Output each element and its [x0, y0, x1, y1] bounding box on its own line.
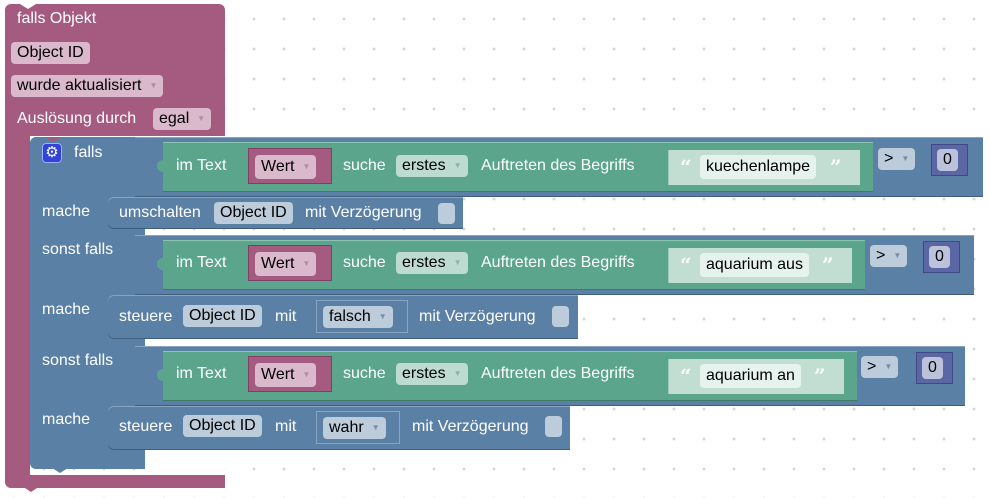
boolean-dropdown[interactable]: falsch ▼: [323, 306, 393, 328]
occurrence-label: Auftreten des Begriffs: [481, 157, 635, 174]
do-label: mache: [42, 301, 91, 318]
if-notch-top: [45, 137, 61, 142]
event-title: falls Objekt: [17, 10, 97, 27]
dropdown-arrow-icon: ▼: [302, 259, 311, 268]
trigger-dropdown-value: egal: [159, 110, 190, 127]
action-verb: umschalten: [119, 204, 201, 221]
variable-dropdown[interactable]: Wert ▼: [255, 363, 317, 387]
variable-value: Wert: [261, 255, 295, 272]
in-text-label: im Text: [176, 254, 227, 271]
dropdown-arrow-icon: ▼: [302, 370, 311, 379]
dropdown-arrow-icon: ▼: [302, 162, 311, 171]
boolean-dropdown[interactable]: wahr ▼: [323, 417, 386, 439]
boolean-value: falsch: [329, 308, 371, 325]
occurrence-value: erstes: [402, 157, 446, 174]
action-verb: steuere: [119, 308, 173, 325]
event-notch-bottom: [22, 486, 40, 492]
condition-dropdown-value: wurde aktualisiert: [17, 77, 142, 94]
if-notch-bottom: [52, 468, 68, 473]
open-quote-icon: “: [680, 253, 692, 277]
occurrence-value: erstes: [402, 365, 446, 382]
dropdown-arrow-icon: ▼: [453, 161, 462, 170]
branch-3-label: sonst falls: [42, 352, 114, 369]
action-object-field[interactable]: Object ID: [183, 415, 262, 437]
dropdown-arrow-icon: ▼: [197, 114, 206, 123]
do-label: mache: [42, 203, 91, 220]
open-quote-icon: “: [680, 155, 692, 179]
occurrence-dropdown[interactable]: erstes ▼: [396, 155, 468, 177]
variable-dropdown[interactable]: Wert ▼: [255, 155, 317, 179]
string-value[interactable]: aquarium an: [700, 364, 801, 388]
trigger-dropdown[interactable]: egal ▼: [153, 108, 212, 130]
string-value[interactable]: aquarium aus: [700, 253, 809, 277]
close-quote-icon: ”: [814, 364, 826, 388]
occurrence-label: Auftreten des Begriffs: [481, 365, 635, 382]
connector-icon: [157, 258, 163, 270]
delay-checkbox[interactable]: [438, 203, 455, 224]
dropdown-arrow-icon: ▼: [884, 362, 893, 371]
search-label: suche: [343, 365, 386, 382]
event-notch-top: [20, 4, 36, 9]
dropdown-arrow-icon: ▼: [371, 423, 380, 432]
occurrence-value: erstes: [402, 254, 446, 271]
condition-dropdown[interactable]: wurde aktualisiert ▼: [11, 75, 164, 97]
operator-dropdown[interactable]: >▼: [878, 148, 916, 170]
event-block-spine: [5, 130, 30, 475]
dropdown-arrow-icon: ▼: [149, 81, 158, 90]
in-text-label: im Text: [176, 365, 227, 382]
delay-label: mit Verzögerung: [412, 418, 529, 435]
event-block-footer: [5, 475, 225, 488]
dropdown-arrow-icon: ▼: [901, 154, 910, 163]
string-value[interactable]: kuechenlampe: [700, 155, 817, 179]
operator-dropdown[interactable]: >▼: [870, 245, 908, 267]
delay-label: mit Verzögerung: [305, 204, 422, 221]
variable-value: Wert: [261, 158, 295, 175]
occurrence-dropdown[interactable]: erstes ▼: [396, 363, 468, 385]
occurrence-dropdown[interactable]: erstes ▼: [396, 252, 468, 274]
variable-dropdown[interactable]: Wert ▼: [255, 252, 317, 276]
variable-value: Wert: [261, 366, 295, 383]
operator-value: >: [867, 358, 877, 375]
with-label: mit: [275, 308, 297, 325]
close-quote-icon: ”: [822, 253, 834, 277]
branch-2-label: sonst falls: [42, 241, 114, 258]
search-label: suche: [343, 254, 386, 271]
delay-checkbox[interactable]: [545, 416, 562, 437]
dropdown-arrow-icon: ▼: [378, 312, 387, 321]
gear-icon[interactable]: ⚙: [42, 143, 62, 163]
delay-checkbox[interactable]: [552, 306, 569, 327]
object-id-field[interactable]: Object ID: [11, 42, 90, 64]
occurrence-label: Auftreten des Begriffs: [481, 254, 635, 271]
do-label: mache: [42, 411, 91, 428]
branch-1-label: falls: [74, 144, 103, 161]
search-label: suche: [343, 157, 386, 174]
dropdown-arrow-icon: ▼: [453, 258, 462, 267]
delay-label: mit Verzögerung: [419, 308, 536, 325]
connector-icon: [157, 369, 163, 381]
number-value[interactable]: 0: [929, 246, 950, 268]
with-label: mit: [275, 418, 297, 435]
trigger-label: Auslösung durch: [17, 110, 137, 127]
action-object-field[interactable]: Object ID: [214, 202, 293, 224]
dropdown-arrow-icon: ▼: [893, 251, 902, 260]
boolean-value: wahr: [329, 419, 364, 436]
operator-dropdown[interactable]: >▼: [861, 356, 899, 378]
action-verb: steuere: [119, 418, 173, 435]
dropdown-arrow-icon: ▼: [453, 369, 462, 378]
number-value[interactable]: 0: [922, 357, 943, 379]
connector-icon: [157, 160, 163, 172]
operator-value: >: [884, 150, 894, 167]
if-bottom-gap: [145, 455, 225, 475]
number-value[interactable]: 0: [937, 149, 958, 171]
in-text-label: im Text: [176, 157, 227, 174]
close-quote-icon: ”: [830, 155, 842, 179]
operator-value: >: [876, 247, 886, 264]
action-object-field[interactable]: Object ID: [183, 305, 262, 327]
open-quote-icon: “: [680, 364, 692, 388]
